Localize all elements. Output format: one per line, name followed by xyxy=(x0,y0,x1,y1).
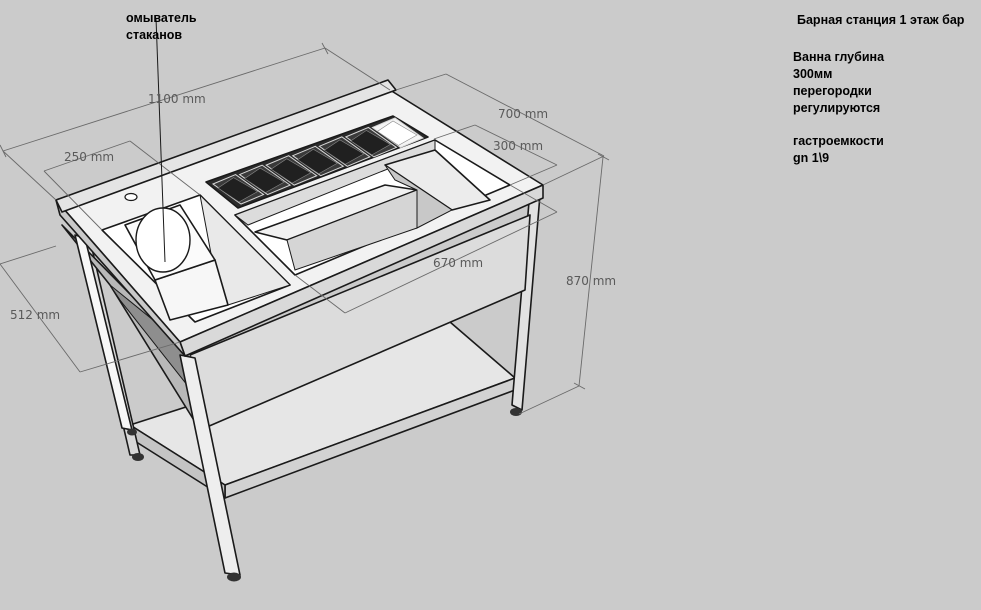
gastronorm-container-well xyxy=(323,139,365,165)
gastronorm-container-well xyxy=(350,130,392,156)
bath-divider-cross-face xyxy=(384,164,453,229)
rinser-callout-label: омыватель стаканов xyxy=(126,11,197,42)
dim-length-label: 1100 mm xyxy=(148,92,206,106)
bath-note: Ванна глубина 300мм перегородки регулиру… xyxy=(793,50,885,115)
dim-height-label: 870 mm xyxy=(566,274,616,288)
faucet-hole xyxy=(124,192,138,202)
gastronorm-container-well xyxy=(244,167,285,193)
rinser-callout-leader xyxy=(155,17,166,263)
dimension-lines xyxy=(0,42,610,415)
gastronorm-container-well xyxy=(297,148,338,175)
gastronorm-rail xyxy=(205,115,429,209)
gastronorm-container-well xyxy=(270,158,312,184)
dim-bath-width-label: 300 mm xyxy=(493,139,543,153)
dim-bath-length-label: 670 mm xyxy=(433,256,483,270)
drawing-title: Барная станция 1 этаж бар xyxy=(797,13,965,27)
back-left-foot xyxy=(132,453,144,461)
gastronorm-containers xyxy=(211,117,425,205)
gastronorm-container-well xyxy=(217,177,259,203)
dim-depth-label: 700 mm xyxy=(498,107,548,121)
gastronorm-container-well xyxy=(376,120,418,146)
front-side-foot xyxy=(127,428,137,436)
dim-sink-width-label: 250 mm xyxy=(64,150,114,164)
gastro-note: гастроемкости gn 1\9 xyxy=(793,134,884,165)
work-top-left-edge xyxy=(55,199,186,357)
dim-front-depth-label: 512 mm xyxy=(10,308,60,322)
front-left-foot xyxy=(227,572,241,582)
back-right-foot xyxy=(510,408,522,416)
